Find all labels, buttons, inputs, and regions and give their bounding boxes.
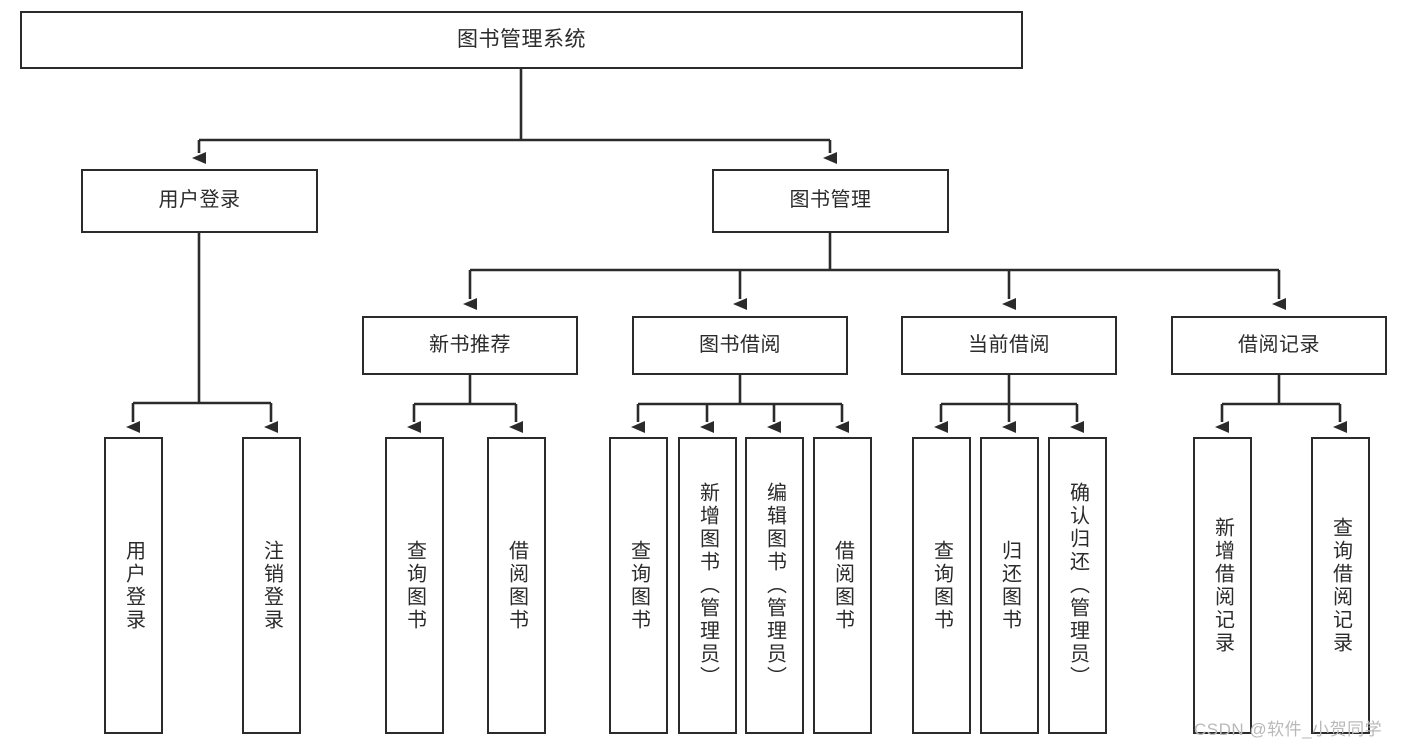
node-label: 当前借阅 xyxy=(968,333,1050,356)
leaf-user-login[interactable]: 用户登录 xyxy=(104,437,163,734)
leaf-current-return-book[interactable]: 归还图书 xyxy=(980,437,1039,734)
node-label: 查询图书 xyxy=(403,539,426,632)
node-label: 图书管理 xyxy=(789,189,872,212)
node-label: 查询借阅记录 xyxy=(1329,516,1352,655)
node-book-borrow[interactable]: 图书借阅 xyxy=(632,316,848,375)
node-book-management[interactable]: 图书管理 xyxy=(712,169,949,233)
leaf-newbook-query-book[interactable]: 查询图书 xyxy=(385,437,444,734)
node-label: 借阅记录 xyxy=(1238,333,1320,356)
node-label: 注销登录 xyxy=(260,539,283,632)
leaf-borrow-query-book[interactable]: 查询图书 xyxy=(609,437,668,734)
node-label: 确认归还（管理员） xyxy=(1066,482,1089,689)
node-label: 图书管理系统 xyxy=(457,27,586,51)
node-label: 新书推荐 xyxy=(429,333,511,356)
node-label: 用户登录 xyxy=(122,539,145,632)
node-label: 新增借阅记录 xyxy=(1211,516,1234,655)
node-label: 借阅图书 xyxy=(505,539,528,632)
leaf-borrow-borrow-book[interactable]: 借阅图书 xyxy=(813,437,872,734)
node-user-login[interactable]: 用户登录 xyxy=(81,169,318,233)
leaf-record-query-borrow-record[interactable]: 查询借阅记录 xyxy=(1311,437,1370,734)
leaf-current-query-book[interactable]: 查询图书 xyxy=(912,437,971,734)
leaf-newbook-borrow-book[interactable]: 借阅图书 xyxy=(487,437,546,734)
node-label: 图书借阅 xyxy=(699,333,781,356)
node-label: 查询图书 xyxy=(627,539,650,632)
node-label: 查询图书 xyxy=(930,539,953,632)
node-root-book-management-system[interactable]: 图书管理系统 xyxy=(20,11,1023,69)
node-borrow-record[interactable]: 借阅记录 xyxy=(1171,316,1387,375)
node-label: 新增图书（管理员） xyxy=(696,482,719,689)
leaf-current-confirm-return-admin[interactable]: 确认归还（管理员） xyxy=(1048,437,1107,734)
node-label: 用户登录 xyxy=(158,189,241,212)
leaf-borrow-edit-book-admin[interactable]: 编辑图书（管理员） xyxy=(745,437,804,734)
node-label: 归还图书 xyxy=(998,539,1021,632)
node-label: 借阅图书 xyxy=(831,539,854,632)
leaf-record-add-borrow-record[interactable]: 新增借阅记录 xyxy=(1193,437,1252,734)
node-new-book-recommend[interactable]: 新书推荐 xyxy=(362,316,578,375)
csdn-watermark: CSDN @软件_小贺同学 xyxy=(1194,720,1383,739)
node-current-borrow[interactable]: 当前借阅 xyxy=(901,316,1117,375)
node-label: 编辑图书（管理员） xyxy=(763,482,786,689)
leaf-borrow-add-book-admin[interactable]: 新增图书（管理员） xyxy=(678,437,737,734)
leaf-user-logout[interactable]: 注销登录 xyxy=(242,437,301,734)
